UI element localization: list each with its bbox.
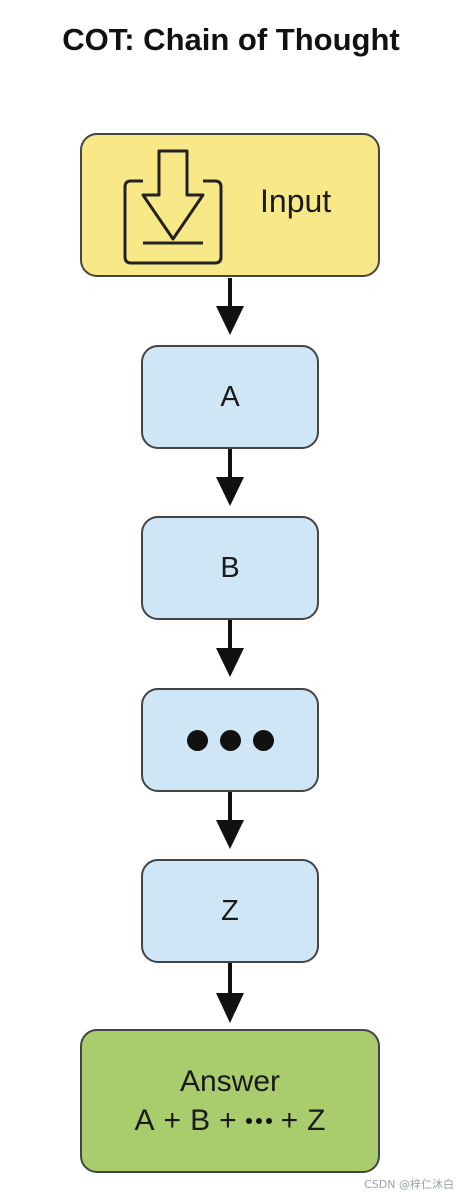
arrow-a-to-b — [216, 449, 244, 506]
formula-term-z: Z — [307, 1104, 326, 1137]
input-label: Input — [260, 183, 332, 219]
step-a-label: A — [220, 380, 240, 413]
step-b-label: B — [220, 551, 240, 584]
input-node: Input — [80, 133, 380, 277]
answer-label: Answer — [179, 1065, 281, 1098]
arrow-b-to-ellipsis — [216, 620, 244, 677]
step-b-node: B — [141, 516, 319, 620]
arrow-input-to-a — [216, 278, 244, 335]
ellipsis-icon — [186, 729, 274, 751]
answer-formula: A + B + + Z — [135, 1101, 326, 1140]
step-z-node: Z — [141, 859, 319, 963]
step-z-label: Z — [221, 894, 239, 927]
formula-term-b: B — [190, 1104, 211, 1137]
arrow-z-to-answer — [216, 963, 244, 1023]
step-ellipsis-node — [141, 688, 319, 792]
diagram-title: COT: Chain of Thought — [62, 22, 400, 57]
step-a-node: A — [141, 345, 319, 449]
formula-plus-3: + — [280, 1104, 299, 1137]
formula-plus-1: + — [163, 1104, 182, 1137]
answer-node: Answer A + B + + Z — [80, 1029, 380, 1173]
formula-plus-2: + — [219, 1104, 237, 1137]
formula-term-a: A — [134, 1104, 155, 1137]
watermark: CSDN @梓仁沐白 — [364, 1178, 454, 1191]
download-icon — [123, 149, 223, 265]
arrow-ellipsis-to-z — [216, 792, 244, 849]
ellipsis-icon — [245, 1117, 272, 1124]
